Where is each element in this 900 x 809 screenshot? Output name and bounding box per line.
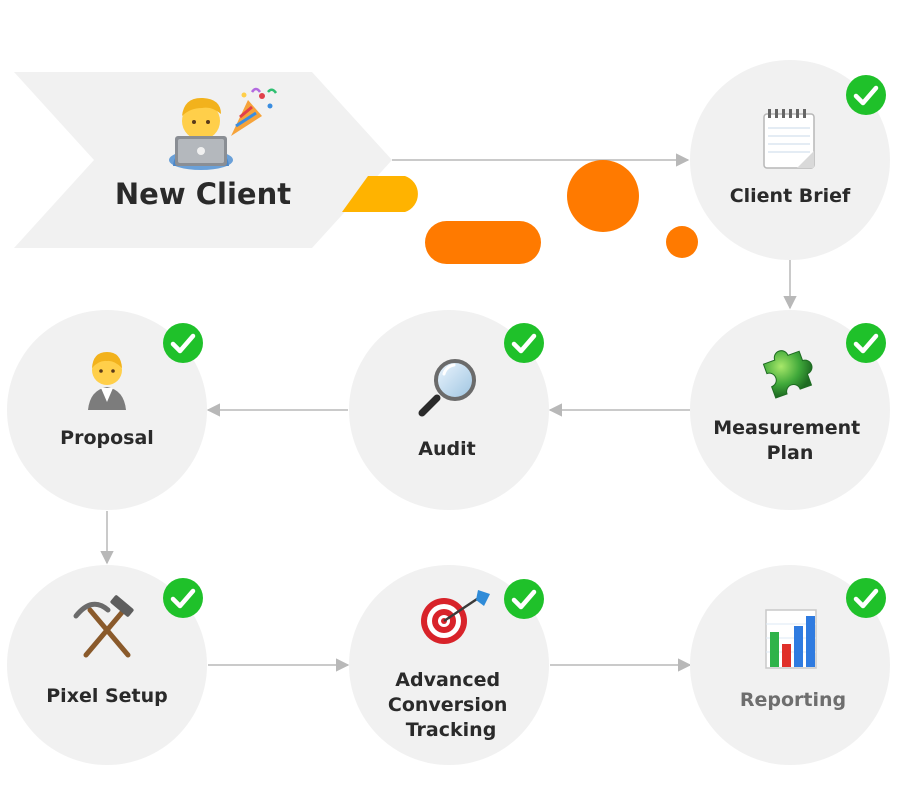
orange-pill-shape <box>425 221 541 264</box>
direct-hit-target-icon <box>421 590 490 644</box>
node-label: Client Brief <box>730 185 851 207</box>
decorative-shapes <box>342 160 698 264</box>
node-circle <box>690 310 890 510</box>
node-label-line: Advanced <box>395 669 500 691</box>
node-label-line: Audit <box>418 438 475 460</box>
check-badge <box>504 323 544 363</box>
node-audit: Audit <box>349 310 549 510</box>
node-circle <box>7 565 207 765</box>
node-label: Audit <box>418 438 475 460</box>
node-label-line: Client Brief <box>730 185 851 207</box>
check-badge <box>846 578 886 618</box>
bar-chart-icon <box>765 609 817 669</box>
node-label-line: Reporting <box>740 689 846 711</box>
node-client-brief: Client Brief <box>690 60 890 260</box>
check-badge <box>163 578 203 618</box>
node-circle <box>349 310 549 510</box>
node-label-line: Proposal <box>60 427 154 449</box>
node-label-line: Conversion <box>388 694 508 716</box>
puzzle-piece-icon <box>762 350 813 399</box>
node-advanced-conversion-tracking: Advanced Conversion Tracking <box>349 565 549 765</box>
check-badge <box>846 323 886 363</box>
notepad-icon <box>763 109 815 169</box>
orange-large-circle <box>567 160 639 232</box>
orange-small-circle <box>666 226 698 258</box>
node-label: Measurement Plan <box>713 417 867 464</box>
node-measurement-plan: Measurement Plan <box>690 310 890 510</box>
node-label-line: Tracking <box>406 719 497 741</box>
hammer-and-pick-icon <box>73 595 134 658</box>
man-technologist-with-party-popper-icon <box>169 87 278 170</box>
magnifying-glass-icon <box>418 359 476 417</box>
node-proposal: Proposal <box>7 310 207 510</box>
person-icon <box>88 352 126 410</box>
start-chevron: New Client <box>14 72 392 248</box>
check-badge <box>163 323 203 363</box>
node-label-line: Measurement <box>713 417 860 439</box>
check-badge <box>846 75 886 115</box>
node-label: Proposal <box>60 427 154 449</box>
node-label: Pixel Setup <box>46 685 168 707</box>
node-label: Advanced Conversion Tracking <box>388 669 514 741</box>
check-badge <box>504 579 544 619</box>
node-circle <box>349 565 549 765</box>
node-pixel-setup: Pixel Setup <box>7 565 207 765</box>
node-label: Reporting <box>740 689 846 711</box>
node-label-line: Plan <box>767 442 814 464</box>
node-reporting: Reporting <box>690 565 890 765</box>
yellow-pill-shape <box>342 176 418 212</box>
edges <box>100 153 797 672</box>
node-label-line: Pixel Setup <box>46 685 168 707</box>
start-title: New Client <box>115 177 291 211</box>
